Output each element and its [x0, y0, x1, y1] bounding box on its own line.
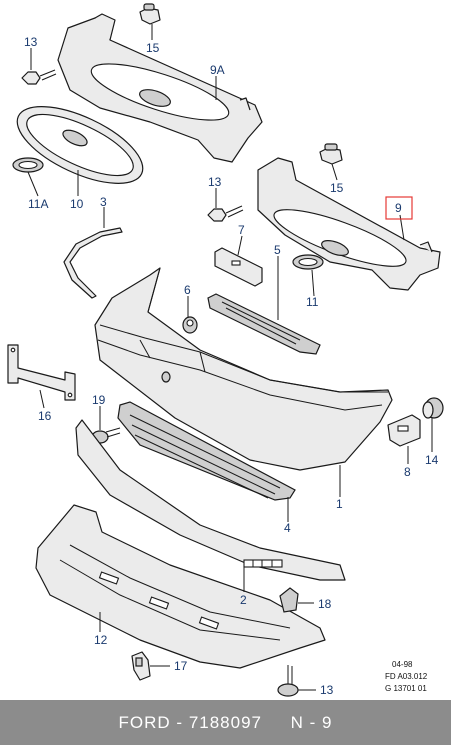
callout-10[interactable]: 10 — [70, 197, 84, 211]
highlight-callout-9 — [385, 196, 413, 220]
callout-9a[interactable]: 9A — [210, 63, 225, 77]
callout-19[interactable]: 19 — [92, 393, 106, 407]
callout-4[interactable]: 4 — [284, 521, 291, 535]
callout-15-mid[interactable]: 15 — [330, 181, 344, 195]
footer-brand: FORD — [118, 712, 171, 732]
part-10-grille-ring[interactable] — [7, 91, 154, 199]
part-4-lower-grille[interactable] — [117, 401, 296, 501]
callout-13-upper[interactable]: 13 — [24, 35, 38, 49]
part-6-clip[interactable] — [182, 316, 198, 334]
callout-11[interactable]: 11 — [306, 295, 319, 309]
part-18-clip[interactable] — [279, 587, 299, 613]
callout-13-bottom[interactable]: 13 — [320, 683, 334, 697]
ref-code-1: FD A03.012 — [385, 672, 428, 681]
footer-bar: FORD - 7188097 N - 9 — [0, 700, 451, 745]
part-12-undertray[interactable] — [35, 504, 326, 669]
ref-code-2: G 13701 01 — [385, 684, 427, 693]
part-1-bumper[interactable] — [94, 267, 393, 471]
footer-separator: - — [170, 712, 189, 732]
part-13-screw-bottom[interactable] — [277, 665, 299, 697]
part-9-bracket[interactable] — [257, 157, 441, 291]
callout-7[interactable]: 7 — [238, 223, 245, 237]
part-17-clip[interactable] — [131, 651, 151, 681]
callout-5[interactable]: 5 — [274, 243, 281, 257]
footer-gap — [262, 713, 291, 733]
callout-11a[interactable]: 11A — [28, 197, 48, 211]
part-8-bracket[interactable] — [387, 414, 421, 447]
part-2-spoiler[interactable] — [75, 419, 346, 581]
part-15-clip-upper[interactable] — [139, 3, 161, 25]
part-13-screw-upper[interactable] — [21, 69, 57, 85]
callout-9[interactable]: 9 — [395, 201, 402, 215]
footer-position: N - 9 — [290, 712, 333, 732]
callout-18[interactable]: 18 — [318, 597, 332, 611]
callout-17[interactable]: 17 — [174, 659, 188, 673]
callout-2[interactable]: 2 — [240, 593, 247, 607]
callout-1[interactable]: 1 — [336, 497, 343, 511]
ref-date: 04-98 — [392, 660, 413, 669]
part-15-clip-lower[interactable] — [319, 143, 343, 165]
part-11a-badge[interactable] — [12, 157, 44, 173]
callout-14[interactable]: 14 — [425, 453, 439, 467]
callout-13-mid[interactable]: 13 — [208, 175, 222, 189]
part-11-badge[interactable] — [292, 254, 324, 270]
part-9a-bracket[interactable] — [57, 13, 263, 163]
callout-8[interactable]: 8 — [404, 465, 411, 479]
part-3-trim-strip[interactable] — [63, 227, 123, 299]
part-13-screw-lower[interactable] — [207, 205, 244, 222]
parts-diagram: 13 15 9A 11A 10 3 13 15 9 7 5 11 6 16 19… — [7, 3, 444, 697]
leader-lines — [27, 24, 433, 691]
reference-codes: 04-98 FD A03.012 G 13701 01 — [385, 660, 428, 693]
callout-labels: 13 15 9A 11A 10 3 13 15 9 7 5 11 6 16 19… — [24, 35, 439, 697]
callout-16[interactable]: 16 — [38, 409, 52, 423]
part-5-grille-insert[interactable] — [207, 293, 321, 355]
footer-part-number: 7188097 — [188, 712, 262, 732]
callout-12[interactable]: 12 — [94, 633, 108, 647]
part-14-nut[interactable] — [422, 397, 444, 419]
part-16-plate-bracket[interactable] — [7, 344, 76, 401]
callout-6[interactable]: 6 — [184, 283, 191, 297]
callout-3[interactable]: 3 — [100, 195, 107, 209]
part-7-bracket[interactable] — [214, 247, 263, 287]
callout-15-upper[interactable]: 15 — [146, 41, 160, 55]
